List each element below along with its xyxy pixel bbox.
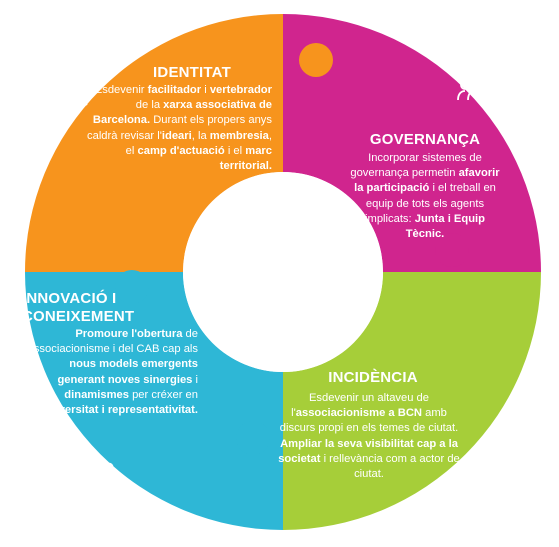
body-run: i xyxy=(201,84,210,96)
body-bold-run: vertebrador xyxy=(209,84,272,96)
gears-icon xyxy=(66,74,106,114)
governanca-block: GOVERNANÇA Incorporar sistemes de govern… xyxy=(347,131,503,242)
body-run: de la xyxy=(135,99,164,112)
body-run: de l'associacionisme i del CAB cap als xyxy=(23,328,198,356)
segment-innovacio xyxy=(25,272,283,530)
governanca-body: Incorporar sistemes de governança permet… xyxy=(347,151,503,242)
identitat-body: Esdevenir facilitador i vertebrador de l… xyxy=(72,83,272,174)
body-bold-run: nous models emergents generant noves sin… xyxy=(57,358,198,386)
identitat-title: IDENTITAT xyxy=(153,64,231,81)
incidencia-title: INCIDÈNCIA xyxy=(328,369,418,386)
body-bold-run: ideari xyxy=(161,129,192,142)
body-bold-run: xarxa associativa de Barcelona. xyxy=(92,99,272,127)
body-bold-run: diversitat i representativitat. xyxy=(48,404,198,417)
puzzle-tab-left xyxy=(115,270,149,304)
governanca-title: GOVERNANÇA xyxy=(369,131,481,148)
innovacio-block: INNOVACIÓ I CONEIXEMENT Promoure l'obert… xyxy=(22,290,198,418)
body-bold-run: membresia xyxy=(209,129,269,142)
body-run: amb discurs propi en els temes de ciutat… xyxy=(279,407,459,435)
body-run: i rellevància com a actor de ciutat. xyxy=(320,452,460,481)
body-run: i el xyxy=(224,144,246,157)
body-run: i el treball en equip de tots els agents… xyxy=(365,182,496,225)
body-bold-run: camp d'actuació xyxy=(137,144,225,157)
body-bold-run: associacionisme a BCN xyxy=(295,407,422,420)
segment-incidencia xyxy=(283,272,541,530)
center-circle xyxy=(183,172,383,372)
incidencia-block: INCIDÈNCIA Esdevenir un altaveu de l'ass… xyxy=(275,369,471,482)
body-bold-run: Junta i Equip Tècnic. xyxy=(405,212,485,241)
puzzle-tab-right xyxy=(435,233,469,267)
people-group-icon xyxy=(456,72,500,106)
body-bold-run: marc territorial. xyxy=(219,144,272,173)
body-bold-run: facilitador xyxy=(147,84,202,96)
body-bold-run: Ampliar la seva visibilitat cap a la soc… xyxy=(278,437,458,465)
body-run: Esdevenir un altaveu de l' xyxy=(291,392,430,420)
innovacio-body: Promoure l'obertura de l'associacionisme… xyxy=(22,327,198,418)
innovacio-title-line1: INNOVACIÓ I xyxy=(22,290,117,307)
body-run: per créxer en xyxy=(128,388,198,401)
megaphone-icon xyxy=(456,458,500,494)
body-bold-run: dinamismes xyxy=(64,388,129,401)
body-run: Durant els propers anys caldrà revisar l… xyxy=(87,114,272,142)
body-run: Esdevenir xyxy=(94,84,148,96)
body-run: Incorporar sistemes de governança permet… xyxy=(350,152,482,180)
puzzle-tab-bottom xyxy=(236,421,270,455)
body-bold-run: afavorir la participació xyxy=(354,167,500,195)
segment-identitat xyxy=(25,14,283,272)
identitat-block: IDENTITAT Esdevenir facilitador i verteb… xyxy=(72,64,272,174)
body-run: , la xyxy=(191,129,210,142)
puzzle-tab-top xyxy=(299,43,333,77)
innovacio-title-line2: CONEIXEMENT xyxy=(22,308,135,325)
body-run: i xyxy=(192,373,199,386)
incidencia-body: Esdevenir un altaveu de l'associacionism… xyxy=(275,391,471,482)
body-bold-run: Promoure l'obertura xyxy=(75,328,183,340)
segment-governanca xyxy=(283,14,541,272)
network-icon xyxy=(76,460,116,500)
body-run: , el xyxy=(125,129,272,157)
